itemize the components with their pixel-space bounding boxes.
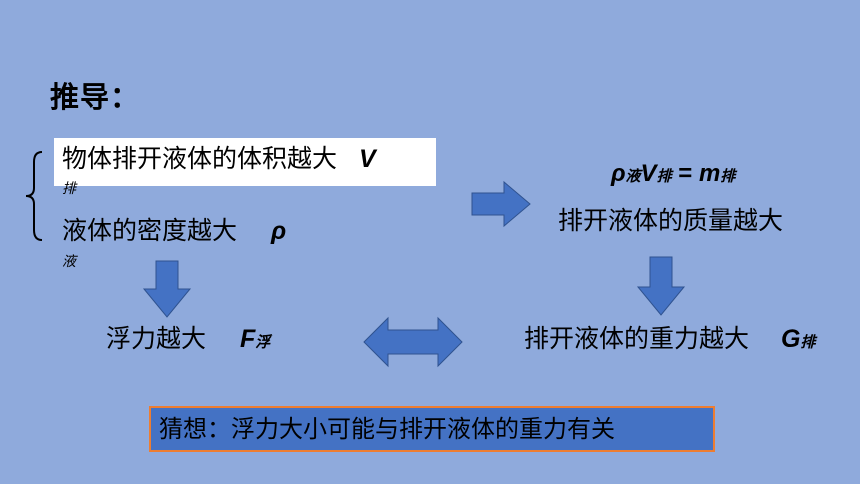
gravity-sub: 排: [800, 333, 816, 351]
line2-text: 液体的密度越大: [62, 216, 238, 245]
slide-title: 推导：: [50, 80, 141, 114]
formula-rho: ρ: [611, 160, 626, 187]
buoyancy-var: F: [239, 325, 256, 353]
double-arrow: [363, 316, 463, 368]
line1-sub: 排: [62, 181, 76, 197]
formula-v: V: [640, 160, 657, 187]
buoyancy-sub: 浮: [255, 333, 271, 351]
mass-text: 排开液体的质量越大: [558, 206, 784, 235]
left-brace: [25, 151, 43, 241]
formula-m: m: [698, 160, 721, 187]
line2-sub: 液: [62, 254, 76, 270]
density-formula: ρ液V排 = m排: [611, 158, 735, 191]
guess-box: 猜想：浮力大小可能与排开液体的重力有关: [149, 406, 715, 452]
formula-eq: =: [671, 160, 699, 187]
formula-v-sub: 排: [656, 167, 672, 185]
line1-text: 物体排开液体的体积越大: [62, 144, 338, 173]
right-arrow: [471, 180, 531, 228]
gravity-line: 排开液体的重力越大 G排: [524, 324, 815, 357]
line1-highlight-box: [54, 138, 436, 186]
line2: 液体的密度越大 ρ: [62, 216, 286, 246]
line1-var: V: [358, 145, 376, 173]
formula-rho-sub: 液: [625, 167, 641, 185]
line2-var: ρ: [270, 217, 287, 245]
buoyancy-line: 浮力越大 F浮: [106, 324, 270, 357]
gravity-text: 排开液体的重力越大: [524, 324, 750, 353]
down-arrow-right: [636, 256, 686, 316]
line1: 物体排开液体的体积越大 V: [62, 144, 376, 174]
down-arrow-left: [142, 260, 192, 318]
formula-m-sub: 排: [720, 167, 736, 185]
gravity-var: G: [780, 325, 801, 353]
buoyancy-text: 浮力越大: [106, 324, 207, 353]
